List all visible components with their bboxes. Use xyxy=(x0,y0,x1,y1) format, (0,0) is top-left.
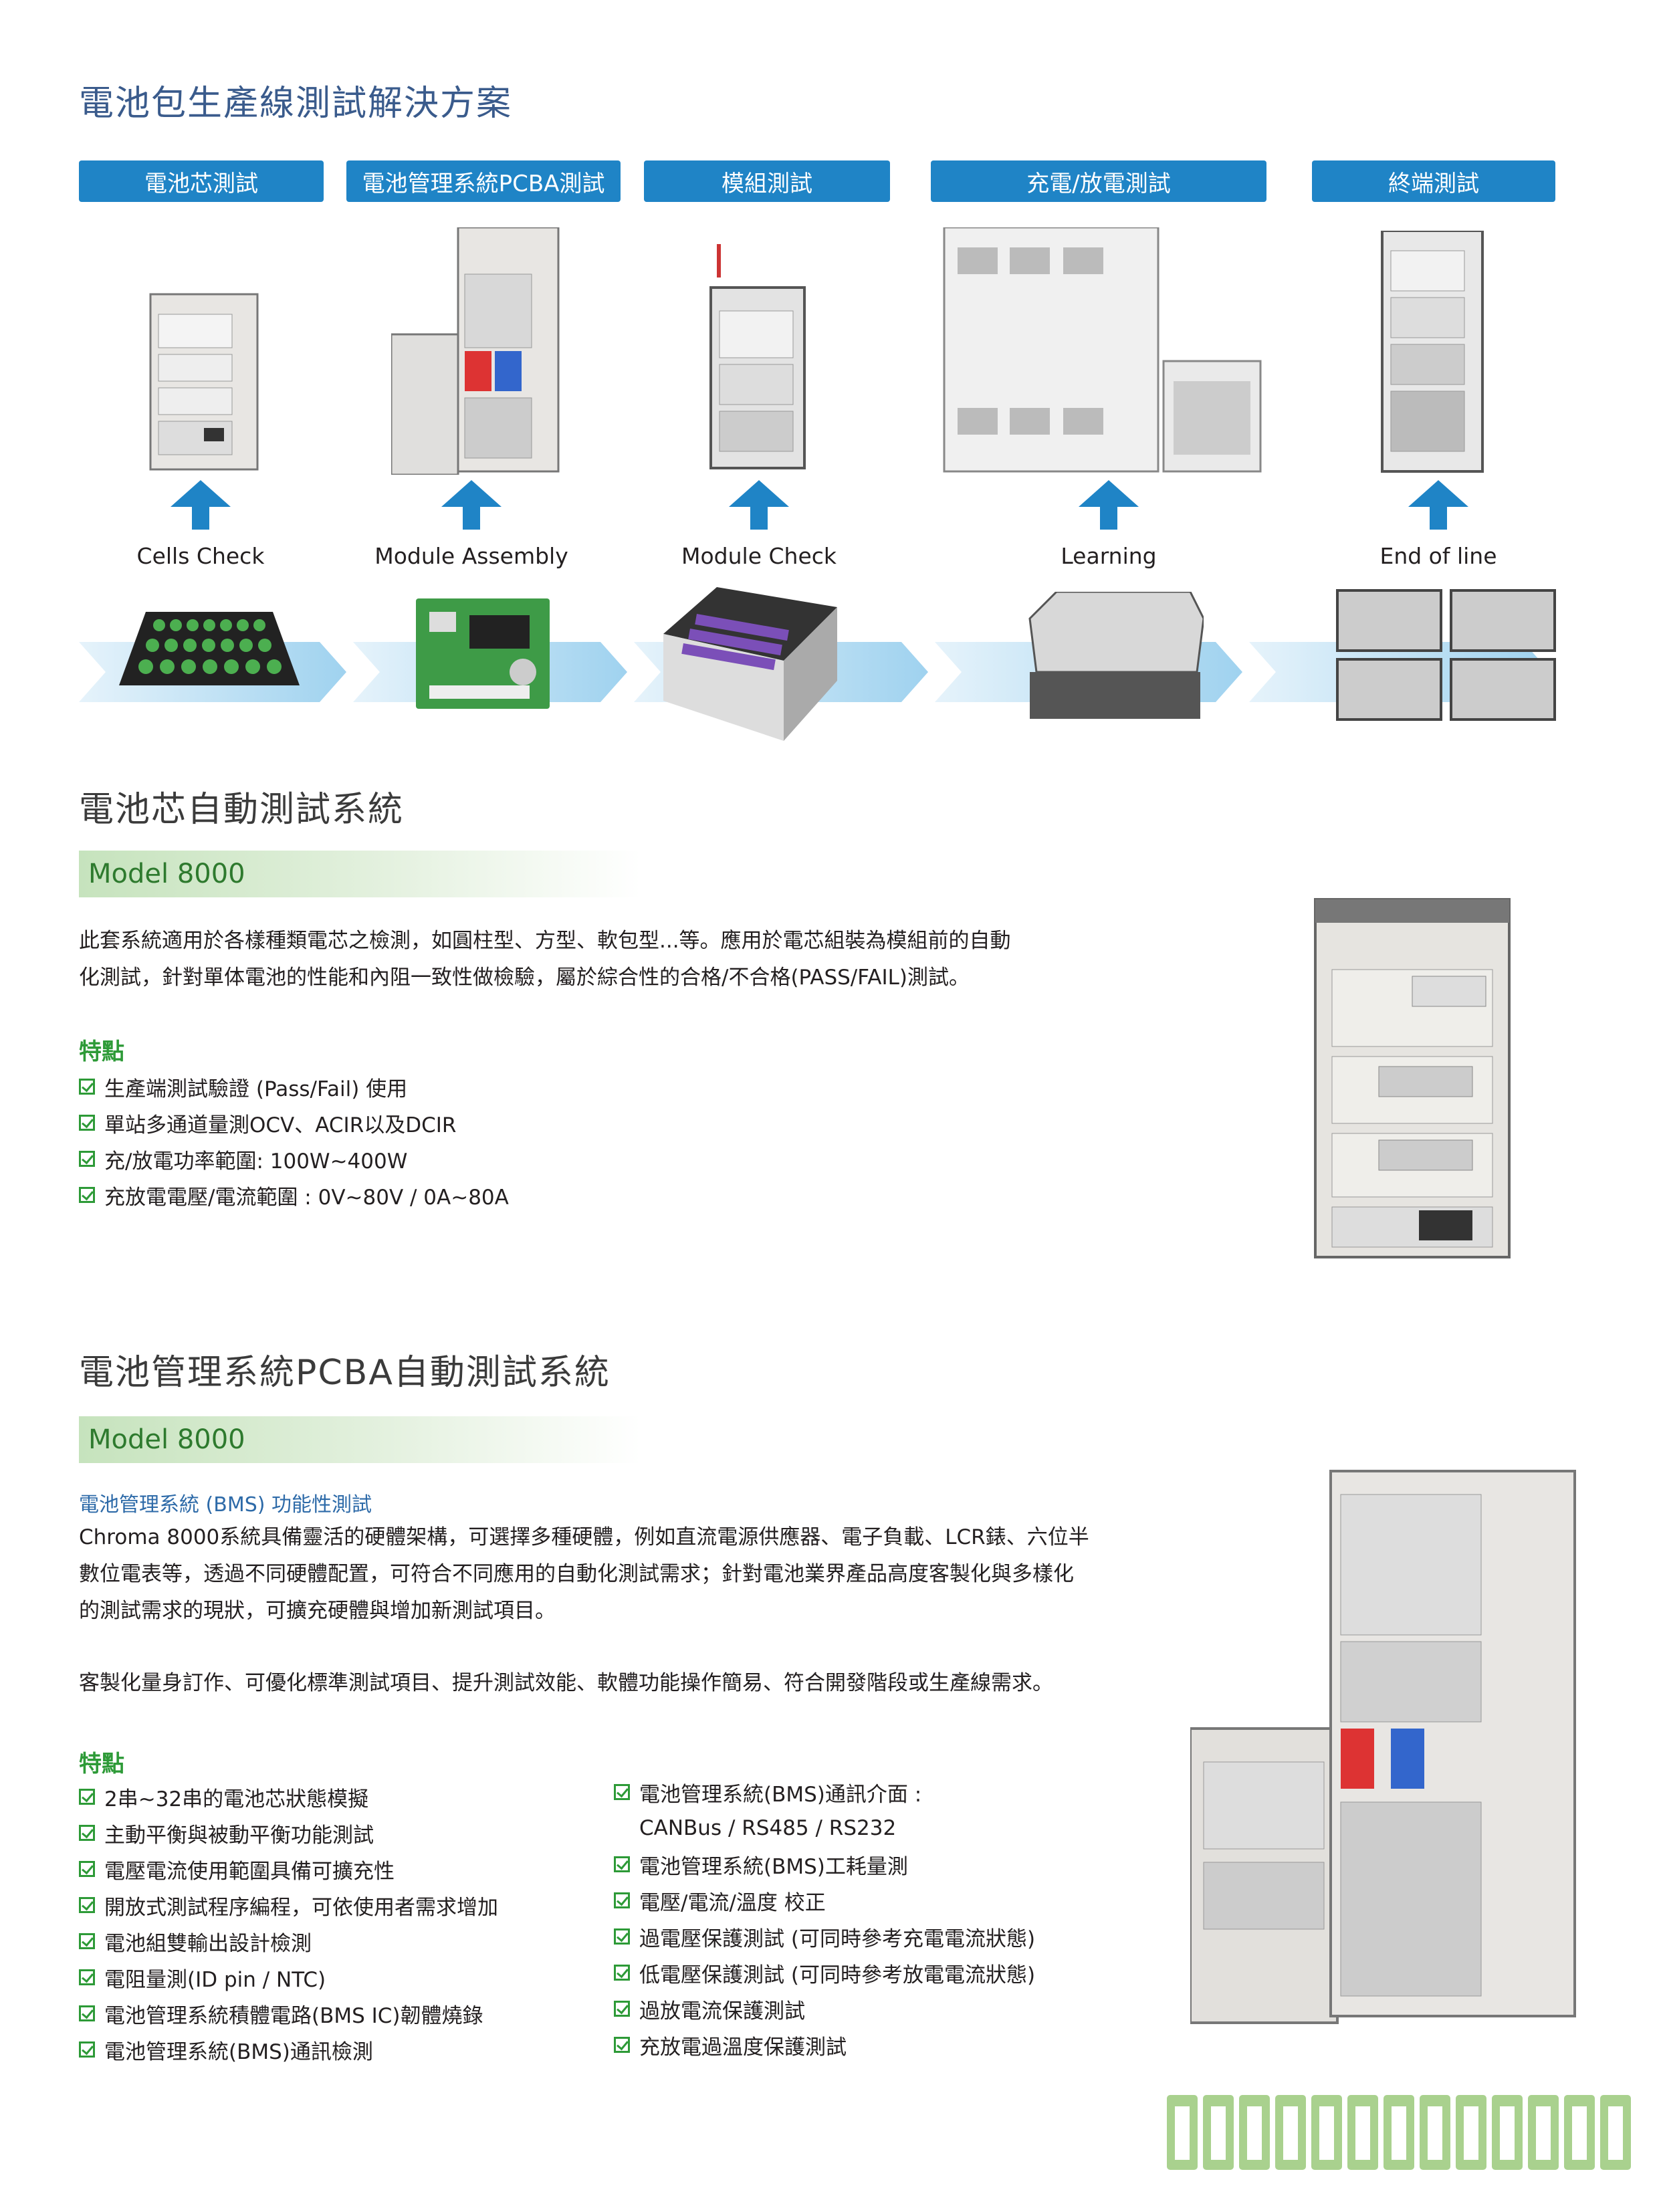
feature-item: 2串~32串的電池芯狀態模擬 xyxy=(79,1779,498,1815)
battery-pack-image xyxy=(1028,592,1204,719)
checkbox-icon xyxy=(79,1861,95,1877)
feature-item: 電壓/電流/溫度 校正 xyxy=(614,1882,1035,1918)
section1-model-label: Model 8000 xyxy=(79,851,641,897)
battery-packs-group-image xyxy=(1336,589,1556,721)
checkbox-icon xyxy=(79,1933,95,1949)
checkbox-icon xyxy=(79,1969,95,1985)
stage-caption-cells-check: Cells Check xyxy=(136,543,265,569)
stage-tab-pcba: 電池管理系統PCBA測試 xyxy=(346,160,621,202)
up-arrow-icon xyxy=(729,480,789,530)
feature-item: 電阻量測(ID pin / NTC) xyxy=(79,1959,498,1995)
section2-heading: 電池管理系統PCBA自動測試系統 xyxy=(79,1353,611,1393)
section1-features-heading: 特點 xyxy=(79,1038,124,1065)
pcba-board-image xyxy=(416,598,550,709)
section2-description-line: 的測試需求的現狀，可擴充硬體與增加新測試項目。 xyxy=(79,1599,556,1623)
checkbox-icon xyxy=(614,1784,630,1800)
stage-tab-cell: 電池芯測試 xyxy=(79,160,324,202)
stage-caption-module-assembly: Module Assembly xyxy=(374,543,568,569)
checkbox-icon xyxy=(79,2005,95,2021)
module-tester-cabinet-image xyxy=(709,244,806,469)
feature-item: 電池組雙輸出設計檢測 xyxy=(79,1923,498,1959)
feature-item: 開放式測試程序編程，可依使用者需求增加 xyxy=(79,1887,498,1923)
feature-item: 電池管理系統(BMS)通訊檢測 xyxy=(79,2031,498,2068)
section1-description-line: 此套系統適用於各樣種類電芯之檢測，如圓柱型、方型、軟包型...等。應用於電芯組裝… xyxy=(79,929,1011,953)
feature-item-continued: CANBus / RS485 / RS232 xyxy=(639,1816,897,1840)
up-arrow-icon xyxy=(1408,480,1468,530)
up-arrow-icon xyxy=(1079,480,1139,530)
checkbox-icon xyxy=(79,2041,95,2058)
feature-item: 低電壓保護測試 (可同時參考放電電流狀態) xyxy=(614,1955,1035,1991)
checkbox-icon xyxy=(79,1151,95,1167)
feature-item: 生產端測試驗證 (Pass/Fail) 使用 xyxy=(79,1069,509,1105)
checkbox-icon xyxy=(614,2001,630,2017)
feature-item: 主動平衡與被動平衡功能測試 xyxy=(79,1815,498,1851)
section2-feature-list-right: 電池管理系統(BMS)通訊介面 : CANBus / RS485 / RS232… xyxy=(614,1774,1035,2063)
charge-discharge-cabinet-image xyxy=(943,227,1262,473)
cell-auto-test-system-image xyxy=(1314,898,1511,1258)
checkbox-icon xyxy=(614,1928,630,1945)
feature-item: 充/放電功率範圍: 100W~400W xyxy=(79,1141,509,1177)
checkbox-icon xyxy=(79,1825,95,1841)
page-title: 電池包生產線測試解決方案 xyxy=(79,84,513,124)
section1-description: 此套系統適用於各樣種類電芯之檢測，如圓柱型、方型、軟包型...等。應用於電芯組裝… xyxy=(79,923,1011,996)
up-arrow-icon xyxy=(171,480,231,530)
checkbox-icon xyxy=(79,1115,95,1131)
section2-description: Chroma 8000系統具備靈活的硬體架構，可選擇多種硬體，例如直流電源供應器… xyxy=(79,1519,1089,1630)
checkbox-icon xyxy=(614,1892,630,1908)
feature-item: 單站多通道量測OCV、ACIR以及DCIR xyxy=(79,1105,509,1141)
section1-description-line: 化測試，針對單体電池的性能和內阻一致性做檢驗，屬於綜合性的合格/不合格(PASS… xyxy=(79,966,970,990)
cell-tester-cabinet-image xyxy=(149,293,259,471)
stage-caption-learning: Learning xyxy=(1061,543,1157,569)
section2-description-line: 數位電表等，透過不同硬體配置，可符合不同應用的自動化測試需求；針對電池業界產品高… xyxy=(79,1562,1074,1586)
up-arrow-icon xyxy=(441,480,502,530)
section2-feature-list-left: 2串~32串的電池芯狀態模擬 主動平衡與被動平衡功能測試 電壓電流使用範圍具備可… xyxy=(79,1779,498,2068)
section2-description-line: Chroma 8000系統具備靈活的硬體架構，可選擇多種硬體，例如直流電源供應器… xyxy=(79,1525,1089,1549)
checkbox-icon xyxy=(614,1965,630,1981)
feature-item: 充放電電壓/電流範圍 : 0V~80V / 0A~80A xyxy=(79,1177,509,1213)
stage-tab-module: 模組測試 xyxy=(644,160,890,202)
feature-item: 電池管理系統積體電路(BMS IC)韌體燒錄 xyxy=(79,1995,498,2031)
stage-caption-module-check: Module Check xyxy=(681,543,837,569)
stage-tab-charge: 充電/放電測試 xyxy=(931,160,1266,202)
feature-item: 電池管理系統(BMS)工耗量測 xyxy=(614,1846,1035,1882)
eol-tester-cabinet-image xyxy=(1381,231,1484,473)
section2-description-2: 客製化量身訂作、可優化標準測試項目、提升測試效能、軟體功能操作簡易、符合開發階段… xyxy=(79,1671,1053,1695)
battery-cells-tray-image xyxy=(119,612,300,685)
battery-module-image xyxy=(663,587,837,741)
checkbox-icon xyxy=(614,2037,630,2053)
feature-item: 電壓電流使用範圍具備可擴充性 xyxy=(79,1851,498,1887)
feature-item: 過放電流保護測試 xyxy=(614,1991,1035,2027)
checkbox-icon xyxy=(79,1187,95,1203)
section1-heading: 電池芯自動測試系統 xyxy=(79,790,405,830)
pcba-tester-cabinet-image xyxy=(391,227,560,475)
checkbox-icon xyxy=(79,1079,95,1095)
section2-subheading: 電池管理系統 (BMS) 功能性測試 xyxy=(79,1493,372,1517)
section1-feature-list: 生產端測試驗證 (Pass/Fail) 使用 單站多通道量測OCV、ACIR以及… xyxy=(79,1069,509,1213)
section2-model-label: Model 8000 xyxy=(79,1416,641,1463)
feature-item: 充放電過溫度保護測試 xyxy=(614,2027,1035,2063)
checkbox-icon xyxy=(614,1856,630,1872)
feature-item: 過電壓保護測試 (可同時參考充電電流狀態) xyxy=(614,1918,1035,1955)
stage-tab-eol: 終端測試 xyxy=(1312,160,1555,202)
checkbox-icon xyxy=(79,1897,95,1913)
pcba-auto-test-system-image xyxy=(1190,1470,1576,2024)
stage-caption-end-of-line: End of line xyxy=(1379,543,1497,569)
checkbox-icon xyxy=(79,1789,95,1805)
feature-item: 電池管理系統(BMS)通訊介面 : xyxy=(614,1774,1035,1810)
section2-features-heading: 特點 xyxy=(79,1751,124,1777)
decorative-battery-row xyxy=(1167,2095,1631,2170)
